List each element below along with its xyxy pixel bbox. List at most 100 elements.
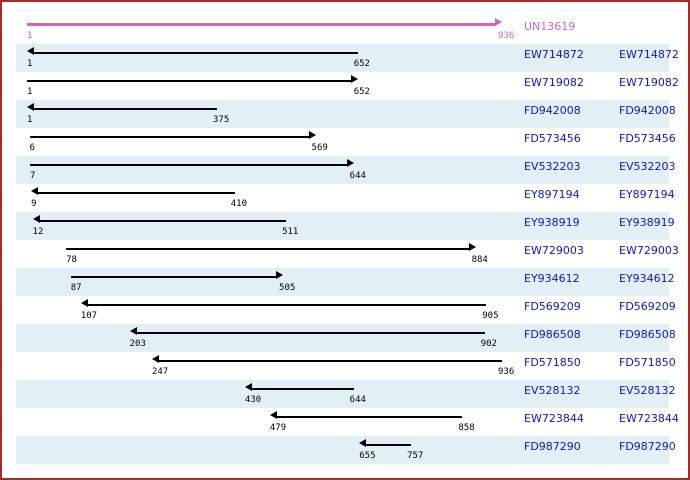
row-stripe: [16, 212, 669, 240]
hit-name-link[interactable]: EY934612: [524, 272, 580, 285]
hit-alignment-bar[interactable]: [39, 220, 287, 222]
arrow-left-icon: [269, 411, 277, 419]
hit-alignment-bar[interactable]: [38, 192, 235, 194]
coord-start-label: 655: [359, 451, 376, 461]
coord-end-label: 757: [407, 451, 424, 461]
hit-alignment-bar[interactable]: [27, 80, 351, 82]
hit-accession-link[interactable]: FD942008: [619, 104, 676, 117]
row-stripe: [16, 324, 669, 352]
coord-start-label: 203: [129, 339, 146, 349]
arrow-right-icon: [308, 131, 316, 139]
hit-track[interactable]: 1 652 EW719082 EW719082: [2, 72, 688, 100]
coord-end-label: 505: [279, 283, 296, 293]
hit-name-link[interactable]: EV528132: [524, 384, 581, 397]
coord-start-label: 430: [244, 395, 262, 405]
hit-name-link[interactable]: FD942008: [524, 104, 581, 117]
hit-accession-link[interactable]: FD571850: [619, 356, 676, 369]
hit-track[interactable]: 9 410 EY897194 EY897194: [2, 184, 688, 212]
hit-accession-link[interactable]: FD987290: [619, 440, 676, 453]
hit-name-link[interactable]: EY938919: [524, 216, 580, 229]
arrow-left-icon: [32, 215, 40, 223]
coord-start-label: 9: [31, 199, 37, 209]
hit-alignment-bar[interactable]: [136, 332, 485, 334]
hit-accession-link[interactable]: FD986508: [619, 328, 676, 341]
hit-alignment-bar[interactable]: [66, 248, 469, 250]
hit-alignment-bar[interactable]: [366, 444, 412, 446]
hit-track[interactable]: 430 644 EV528132 EV528132: [2, 380, 688, 408]
hit-name-link[interactable]: FD569209: [524, 300, 581, 313]
hit-alignment-bar[interactable]: [30, 164, 347, 166]
coord-end-label: 511: [282, 227, 299, 237]
hit-track[interactable]: 12 511 EY938919 EY938919: [2, 212, 688, 240]
hit-alignment-bar[interactable]: [251, 388, 354, 390]
hit-accession-link[interactable]: FD569209: [619, 300, 676, 313]
coord-start-label: 6: [29, 143, 35, 153]
coord-end-label: 652: [353, 87, 370, 97]
hit-alignment-bar[interactable]: [87, 304, 487, 306]
coord-start-label: 1: [27, 87, 33, 97]
row-stripe: [16, 380, 669, 408]
hit-accession-link[interactable]: FD573456: [619, 132, 676, 145]
hit-track[interactable]: 655 757 FD987290 FD987290: [2, 436, 688, 464]
hit-name-link[interactable]: EY897194: [524, 188, 580, 201]
hit-accession-link[interactable]: EY938919: [619, 216, 675, 229]
hit-accession-link[interactable]: EW714872: [619, 48, 679, 61]
query-alignment-bar[interactable]: [27, 23, 495, 26]
row-stripe: [16, 268, 669, 296]
query-name-label: UN13619: [524, 20, 576, 33]
hit-alignment-bar[interactable]: [29, 136, 309, 138]
coord-start-label: 479: [269, 423, 287, 433]
coord-end-label: 410: [230, 199, 248, 209]
hit-name-link[interactable]: EW719082: [524, 76, 584, 89]
coord-end-label: 884: [471, 255, 488, 265]
hit-track[interactable]: 479 858 EW723844 EW723844: [2, 408, 688, 436]
hit-name-link[interactable]: EW723844: [524, 412, 584, 425]
arrow-left-icon: [129, 327, 137, 335]
coord-end-label: 858: [458, 423, 475, 433]
arrow-left-icon: [151, 355, 159, 363]
coord-end-label: 652: [353, 59, 370, 69]
hit-name-link[interactable]: FD571850: [524, 356, 581, 369]
hit-accession-link[interactable]: EW729003: [619, 244, 679, 257]
hit-track[interactable]: 107 905 FD569209 FD569209: [2, 296, 688, 324]
hit-alignment-bar[interactable]: [70, 276, 277, 278]
coord-end-label: 905: [482, 311, 499, 321]
hit-alignment-bar[interactable]: [158, 360, 502, 362]
hit-accession-link[interactable]: EW719082: [619, 76, 679, 89]
hit-accession-link[interactable]: EW723844: [619, 412, 679, 425]
arrow-left-icon: [80, 299, 88, 307]
hit-name-link[interactable]: EW714872: [524, 48, 584, 61]
hit-name-link[interactable]: EV532203: [524, 160, 581, 173]
hit-name-link[interactable]: FD573456: [524, 132, 581, 145]
hit-name-link[interactable]: FD987290: [524, 440, 581, 453]
hit-alignment-bar[interactable]: [34, 52, 358, 54]
hit-name-link[interactable]: EW729003: [524, 244, 584, 257]
row-stripe: [16, 156, 669, 184]
coord-end-label: 902: [480, 339, 497, 349]
hit-alignment-bar[interactable]: [34, 108, 217, 110]
hit-name-link[interactable]: FD986508: [524, 328, 581, 341]
hit-accession-link[interactable]: EV528132: [619, 384, 676, 397]
hit-track[interactable]: 203 902 FD986508 FD986508: [2, 324, 688, 352]
coord-end-label: 644: [349, 395, 366, 405]
hit-accession-link[interactable]: EY897194: [619, 188, 675, 201]
hit-accession-link[interactable]: EV532203: [619, 160, 676, 173]
coord-end-label: 375: [213, 115, 230, 125]
coord-start-label: 12: [32, 227, 44, 237]
hit-alignment-bar[interactable]: [276, 416, 463, 418]
arrow-left-icon: [27, 103, 34, 111]
arrow-left-icon: [244, 383, 252, 391]
arrow-right-icon: [495, 18, 502, 26]
hit-accession-link[interactable]: EY934612: [619, 272, 675, 285]
coord-start-label: 107: [80, 311, 98, 321]
coord-start-label: 7: [30, 171, 36, 181]
